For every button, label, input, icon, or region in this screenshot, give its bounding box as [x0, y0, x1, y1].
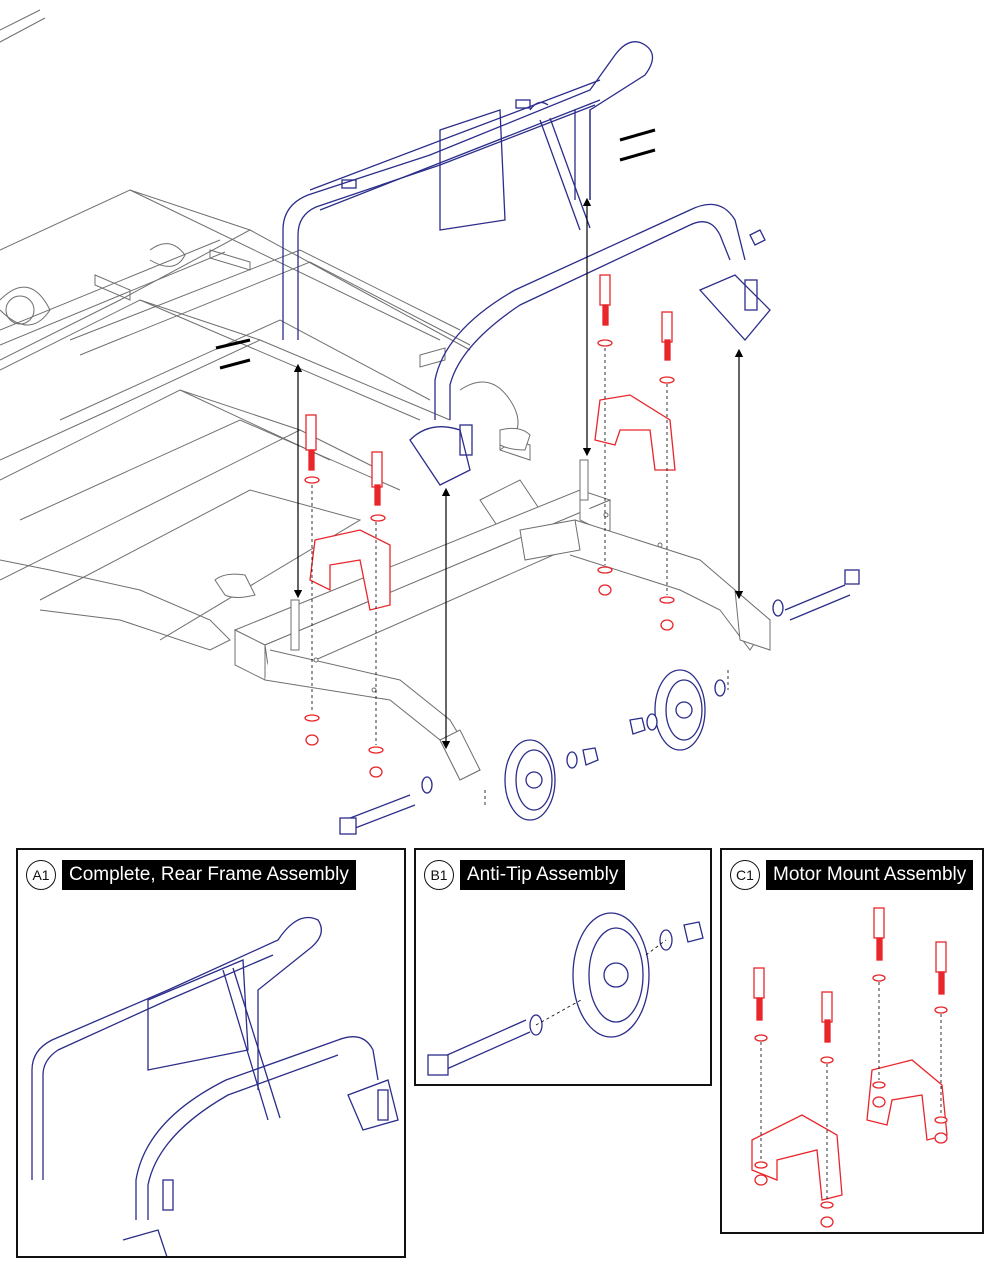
panel-title-anti-tip: Anti-Tip Assembly — [460, 860, 626, 890]
rear-frame-assembly-drawing — [31, 916, 399, 1256]
callout-a1: A1 — [26, 860, 56, 890]
assembly-arrows — [293, 197, 744, 750]
panel-anti-tip: B1 Anti-Tip Assembly — [414, 848, 712, 1086]
red-motor-mount-parts — [304, 274, 676, 778]
panel-title-rear-frame: Complete, Rear Frame Assembly — [62, 860, 356, 890]
anti-tip-assembly-drawing — [427, 912, 704, 1076]
callout-c1: C1 — [730, 860, 760, 890]
rear-cross-frame — [214, 427, 771, 781]
anti-tip-wheels — [215, 128, 860, 835]
panel-title-motor-mount: Motor Mount Assembly — [766, 860, 974, 890]
callout-b1: B1 — [424, 860, 454, 890]
exploded-rear-frame-diagram — [0, 9, 860, 835]
panel-complete-rear-frame: A1 Complete, Rear Frame Assembly — [16, 848, 406, 1258]
dashed-guide-lines — [311, 348, 729, 805]
panel-motor-mount: C1 Motor Mount Assembly — [720, 848, 984, 1234]
motor-mount-assembly-drawing — [751, 907, 948, 1228]
blue-rear-frame-top — [282, 41, 654, 340]
blue-rear-frame-hoop — [409, 203, 771, 486]
